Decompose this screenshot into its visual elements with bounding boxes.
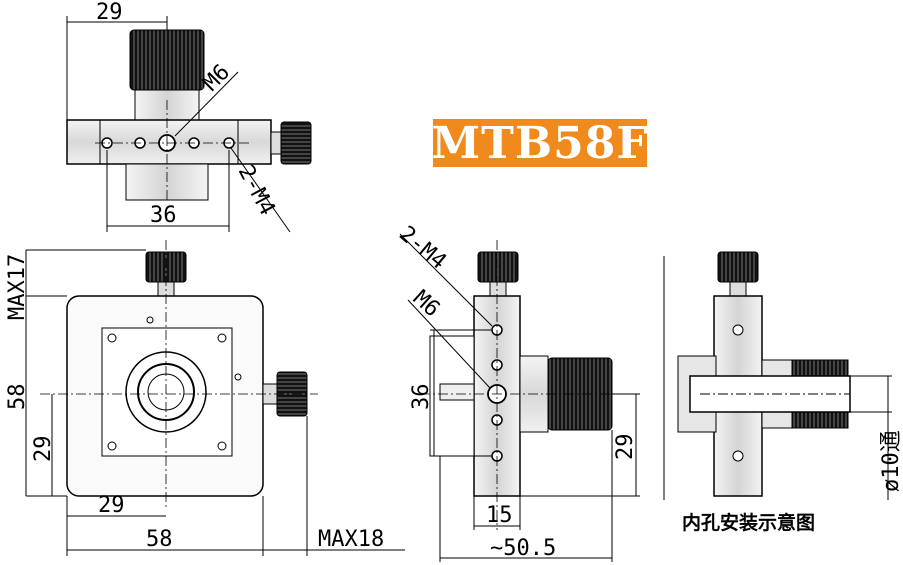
dim-left-58: 58 <box>5 384 30 411</box>
dim-top-36: 36 <box>150 203 177 228</box>
dim-side-36: 36 <box>409 384 434 411</box>
dim-top-29: 29 <box>96 0 123 25</box>
label-2m4: 2-M4 <box>233 161 280 220</box>
top-view: 29 36 M6 2-M4 <box>66 0 312 233</box>
dim-left-29: 29 <box>31 436 56 463</box>
section-caption: 内孔安装示意图 <box>682 512 816 534</box>
model-title: MTB58F <box>431 117 649 169</box>
dim-side-29: 29 <box>613 434 638 461</box>
dim-bore: ø10通 <box>879 430 903 492</box>
section-view: ø10通 <box>663 251 903 500</box>
side-knob-top <box>477 251 519 283</box>
bore-tube <box>689 375 851 413</box>
dim-max17: MAX17 <box>5 254 30 320</box>
top-side-knob <box>280 121 312 165</box>
top-knob <box>129 29 205 91</box>
front-view: MAX17 58 29 29 58 MAX18 <box>5 240 405 556</box>
dim-max18: MAX18 <box>318 527 384 552</box>
label-side-2m4: 2-M4 <box>394 221 451 274</box>
section-knob-top <box>717 251 759 283</box>
title-badge: MTB58F <box>431 117 649 169</box>
dim-bottom-29: 29 <box>98 493 125 518</box>
label-side-m6: M6 <box>408 286 444 322</box>
dim-bottom-58: 58 <box>146 527 173 552</box>
side-view: 2-M4 M6 36 29 15 ~50.5 <box>394 221 640 562</box>
dim-side-50: ~50.5 <box>490 536 556 561</box>
dim-side-15: 15 <box>486 503 513 528</box>
